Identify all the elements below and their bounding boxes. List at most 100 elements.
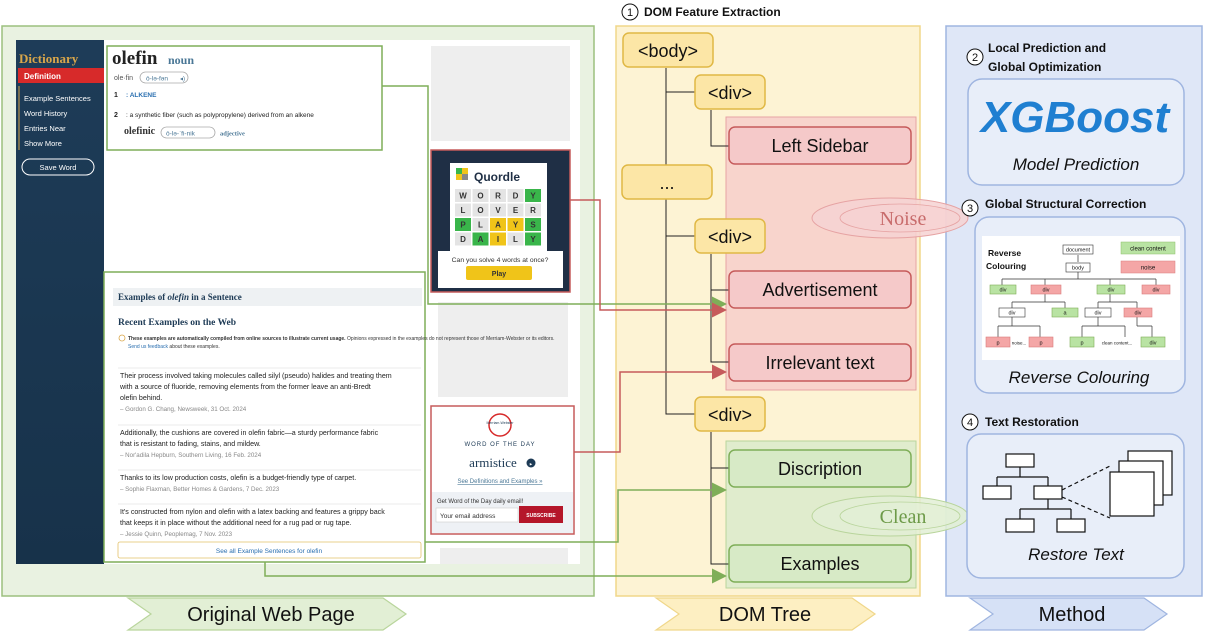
- step1-number: 1: [627, 7, 633, 19]
- step4-badge: [961, 413, 979, 431]
- examples-heading: Examples of olefin in a Sentence: [118, 292, 242, 302]
- model-prediction-caption: Model Prediction: [1013, 155, 1140, 174]
- svg-text:div: div: [1094, 311, 1101, 317]
- wotd-word[interactable]: armistice: [469, 455, 517, 470]
- svg-text:div: div: [1152, 288, 1159, 294]
- svg-text:p: p: [996, 341, 999, 347]
- example-sentence-line: with a source of fluoride, removing elem…: [119, 383, 371, 391]
- svg-text:p: p: [1080, 341, 1083, 347]
- quordle-letter: I: [497, 235, 499, 244]
- step2-badge: [966, 48, 984, 66]
- mini-node-div-green: [989, 284, 1017, 295]
- quordle-play-button[interactable]: [466, 266, 532, 280]
- dom-chevron: DOM Tree: [654, 597, 877, 631]
- step4-title: Text Restoration: [985, 415, 1079, 429]
- step2-number: 2: [972, 52, 978, 64]
- quordle-tile: [472, 203, 489, 217]
- mini-node-a: [1051, 307, 1079, 318]
- mini-node-p-red: [985, 336, 1011, 348]
- see-all-examples-button[interactable]: [117, 541, 422, 559]
- deriv-pron-pill[interactable]: [160, 126, 216, 139]
- quordle-tile: [455, 203, 471, 217]
- right-rail-placeholder-3: [440, 548, 568, 564]
- example-sentence-line: Their process involved taking molecules …: [120, 372, 392, 380]
- quordle-letter: O: [477, 192, 483, 201]
- dom-leaf-discription: [728, 449, 912, 488]
- quordle-letter: O: [477, 206, 483, 215]
- dom-panel-label: DOM Tree: [719, 604, 811, 626]
- step3-badge: [961, 199, 979, 217]
- example-source: – Nor'adila Hepburn, Southern Living, 16…: [120, 452, 262, 459]
- mini-node-div-red-2: [1141, 284, 1171, 295]
- sidebar-item-entries-near[interactable]: Entries Near: [24, 124, 66, 133]
- right-rail-placeholder-1: [431, 46, 570, 141]
- quordle-tile: [490, 232, 506, 246]
- dom-node-div-2: [694, 218, 766, 254]
- method-chevron: Method: [968, 597, 1169, 631]
- reverse-title-2: Colouring: [986, 261, 1026, 271]
- sidebar-item-definition[interactable]: Definition: [24, 72, 61, 81]
- dom-node-body-label: <body>: [638, 41, 698, 61]
- legend-clean: [1120, 241, 1176, 255]
- mini-node-div-4: [1084, 307, 1112, 318]
- wotd-audio-icon[interactable]: [526, 458, 536, 468]
- quordle-letter: D: [460, 235, 466, 244]
- step4-number: 4: [967, 417, 973, 429]
- dom-node-div-1-label: <div>: [708, 83, 752, 103]
- wotd-signup: Get Word of the Day daily email!: [437, 499, 524, 505]
- sidebar-title: Dictionary: [19, 51, 79, 66]
- quordle-letter: Y: [530, 192, 536, 201]
- quordle-letter: L: [513, 235, 518, 244]
- svg-text:a: a: [1063, 311, 1067, 317]
- sense1-text[interactable]: : ALKENE: [126, 92, 157, 99]
- quordle-letter: Y: [513, 221, 519, 230]
- examples-notice-1: These examples are automatically compile…: [128, 336, 554, 342]
- mini-node-document: [1062, 244, 1094, 255]
- dom-node-ellipsis: [621, 164, 713, 200]
- quordle-letter: L: [478, 221, 483, 230]
- svg-text:div: div: [1008, 311, 1015, 317]
- deriv-pron: ō-lə-ˈfi-nik: [166, 130, 196, 138]
- dom-leaf-advertisement-label: Advertisement: [762, 280, 877, 300]
- dom-node-div-3-label: <div>: [708, 405, 752, 425]
- sense1-num: 1: [114, 92, 118, 99]
- quordle-letter: P: [460, 221, 466, 230]
- svg-text:p: p: [1039, 341, 1042, 347]
- speaker-icon: ◂): [180, 77, 185, 83]
- mini-node-div-red: [1030, 284, 1062, 295]
- noise-emblem: Noise: [811, 197, 969, 239]
- svg-text:div: div: [1107, 288, 1114, 294]
- webpage-chevron: Original Web Page: [126, 597, 408, 631]
- word-of-day-box: Merriam-Webster WORD OF THE DAY armistic…: [430, 405, 575, 535]
- example-sentence-line: olefin behind.: [120, 394, 162, 402]
- step2-title-line2: Global Optimization: [988, 60, 1101, 74]
- mini-noise-text: noise...: [1012, 341, 1027, 346]
- quordle-caption: Can you solve 4 words at once?: [452, 257, 549, 264]
- wotd-subscribe-button[interactable]: [519, 506, 563, 523]
- wotd-email-placeholder: Your email address: [440, 513, 496, 520]
- mini-clean-text: clean content...: [1102, 341, 1133, 346]
- dom-node-div-1: [694, 74, 766, 110]
- quordle-tile: [490, 203, 506, 217]
- example-sentence-line: that keeps it in place without the addit…: [120, 519, 352, 527]
- dom-leaf-left-sidebar: [728, 126, 912, 165]
- noise-label: Noise: [880, 208, 927, 230]
- mw-logo-text: Merriam-Webster: [487, 421, 515, 425]
- sidebar-item-show-more[interactable]: Show More: [24, 139, 62, 148]
- svg-text:div: div: [1149, 341, 1156, 347]
- mini-node-div-green-2: [1096, 284, 1126, 295]
- sidebar-active-bg: [18, 68, 104, 83]
- quordle-letter: D: [513, 192, 519, 201]
- examples-subheading: Recent Examples on the Web: [118, 318, 236, 328]
- quordle-tile: [472, 189, 489, 202]
- wotd-subscribe-label: SUBSCRIBE: [526, 513, 556, 519]
- wotd-email-input[interactable]: [435, 507, 519, 523]
- save-word-button[interactable]: [21, 158, 95, 176]
- pron-audio-pill[interactable]: [139, 71, 189, 84]
- sidebar-item-examples[interactable]: Example Sentences: [24, 94, 91, 103]
- wotd-link[interactable]: See Definitions and Examples »: [457, 479, 543, 485]
- quordle-letter: A: [495, 221, 501, 230]
- quordle-tile: [507, 189, 524, 202]
- sidebar-item-history[interactable]: Word History: [24, 109, 67, 118]
- quordle-letter: E: [513, 206, 519, 215]
